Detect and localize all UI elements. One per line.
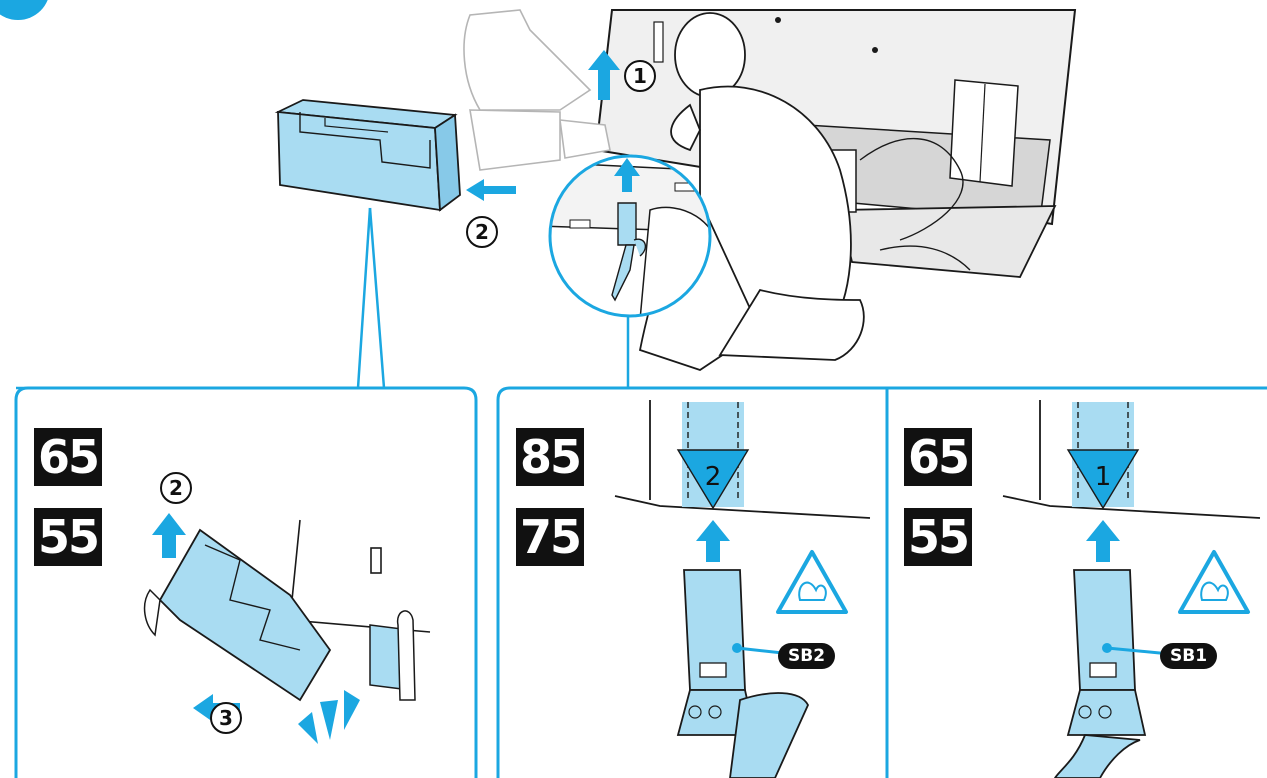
right-tv-bottom — [1002, 400, 1261, 519]
left-step-2-number: 2 — [160, 472, 192, 504]
size-badge-85: 85 — [516, 428, 584, 486]
size-badge-65-left: 65 — [34, 428, 102, 486]
arrow-left-step2 — [466, 179, 516, 201]
left-panel-hands — [143, 588, 416, 701]
size-badge-65-right: 65 — [904, 428, 972, 486]
part-label-sb1: SB1 — [1160, 643, 1218, 669]
right-order-triangle — [1066, 449, 1140, 510]
person-kneeling — [638, 12, 865, 371]
panel-left-frame — [14, 386, 478, 778]
foam-packing-block — [274, 99, 461, 212]
mid-tv-bottom — [614, 400, 871, 519]
left-panel-arrow-up — [152, 513, 186, 558]
right-arrow-up — [1086, 520, 1120, 562]
step-1-number: 1 — [624, 60, 656, 92]
right-order-number: 1 — [1094, 462, 1112, 492]
caution-pinch-icon — [776, 550, 848, 614]
right-leg-slot — [1066, 402, 1140, 510]
size-badge-55-right: 55 — [904, 508, 972, 566]
mid-stand-leg-sb2 — [676, 569, 810, 778]
callout-connectors — [16, 207, 630, 390]
part-label-sb2: SB2 — [778, 643, 836, 669]
step-2-number: 2 — [466, 216, 498, 248]
left-panel-impact-marks — [298, 690, 360, 744]
size-badge-55-left: 55 — [34, 508, 102, 566]
left-step-3-number: 3 — [210, 702, 242, 734]
mid-leg-slot — [676, 402, 750, 510]
mid-order-triangle — [676, 449, 750, 510]
panel-right-frame — [496, 386, 1267, 778]
mid-order-number: 2 — [704, 462, 722, 492]
right-stand-leg-sb1 — [1053, 569, 1171, 778]
caution-pinch-icon-right — [1178, 550, 1250, 614]
size-badge-75: 75 — [516, 508, 584, 566]
mid-arrow-up — [696, 520, 730, 562]
arrow-up-step1 — [588, 50, 620, 100]
person-lifting — [463, 9, 611, 171]
step-marker-corner — [0, 0, 48, 20]
